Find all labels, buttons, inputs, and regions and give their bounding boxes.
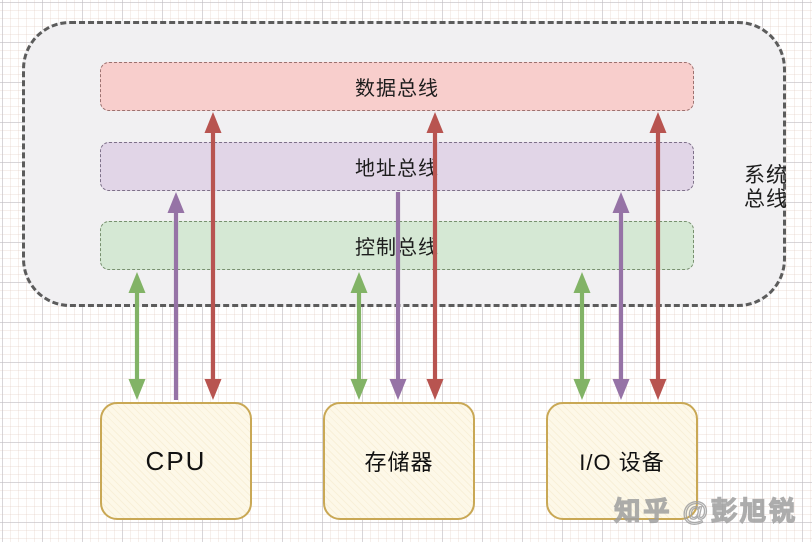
cpu-label: CPU xyxy=(145,445,207,476)
address-bus-label: 地址总线 xyxy=(355,158,439,180)
control-bus-label: 控制总线 xyxy=(355,237,439,259)
system-bus-label-line1: 系统 xyxy=(744,164,788,187)
control-bus: 控制总线 xyxy=(100,221,694,270)
address-bus: 地址总线 xyxy=(100,142,694,191)
data-bus: 数据总线 xyxy=(100,62,694,111)
system-bus-label-line2: 总线 xyxy=(744,188,788,211)
memory-label: 存储器 xyxy=(364,450,434,475)
io-device-label: I/O 设备 xyxy=(579,450,665,475)
data-bus-label: 数据总线 xyxy=(355,78,439,100)
memory-box: 存储器 xyxy=(323,402,475,520)
system-bus-label: 系统 总线 xyxy=(737,164,795,212)
io-device-box: I/O 设备 xyxy=(546,402,698,520)
watermark: 知乎 @彭旭锐 xyxy=(614,495,798,526)
cpu-box: CPU xyxy=(100,402,252,520)
